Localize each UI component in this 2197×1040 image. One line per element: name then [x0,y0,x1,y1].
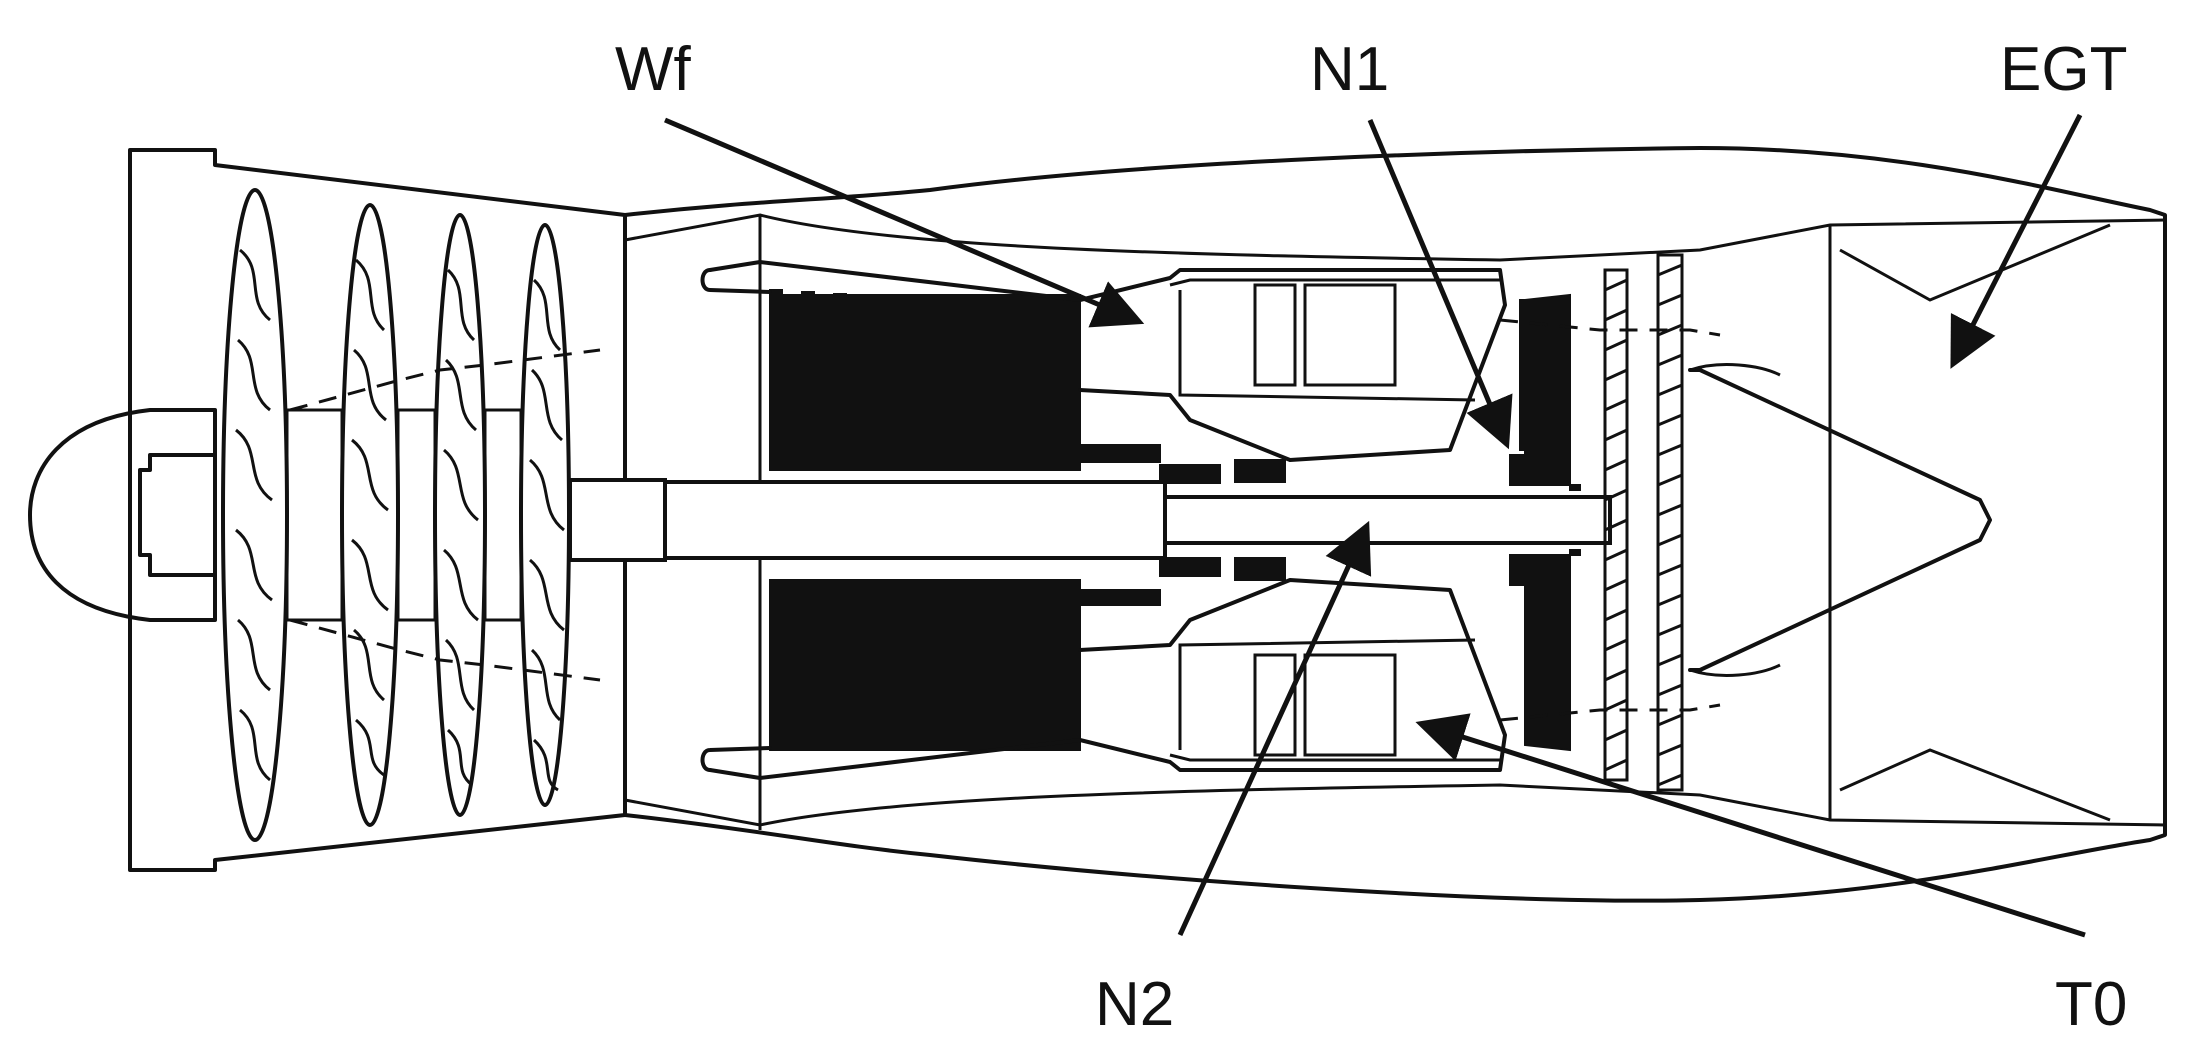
arrow-t0 [1415,713,2086,938]
fan-stages [221,188,601,842]
label-n2: N2 [1095,970,1174,1039]
label-t0: T0 [2055,970,2127,1039]
turbine [1499,253,1721,792]
front-shaft [568,478,667,562]
combustor [700,260,1507,780]
high-pressure-shaft [1163,495,1612,545]
arrow-wf [664,117,1145,328]
label-n1: N1 [1310,35,1389,104]
arrow-n2 [1177,520,1372,937]
low-pressure-shaft [663,480,1167,560]
label-wf: Wf [615,35,692,104]
arrow-egt [1950,113,2083,369]
nose-cone [28,408,217,622]
exhaust-cone [1688,363,1992,677]
arrow-n1 [1367,119,1513,450]
label-egt: EGT [2000,35,2127,104]
hp-compressor [769,289,1286,751]
